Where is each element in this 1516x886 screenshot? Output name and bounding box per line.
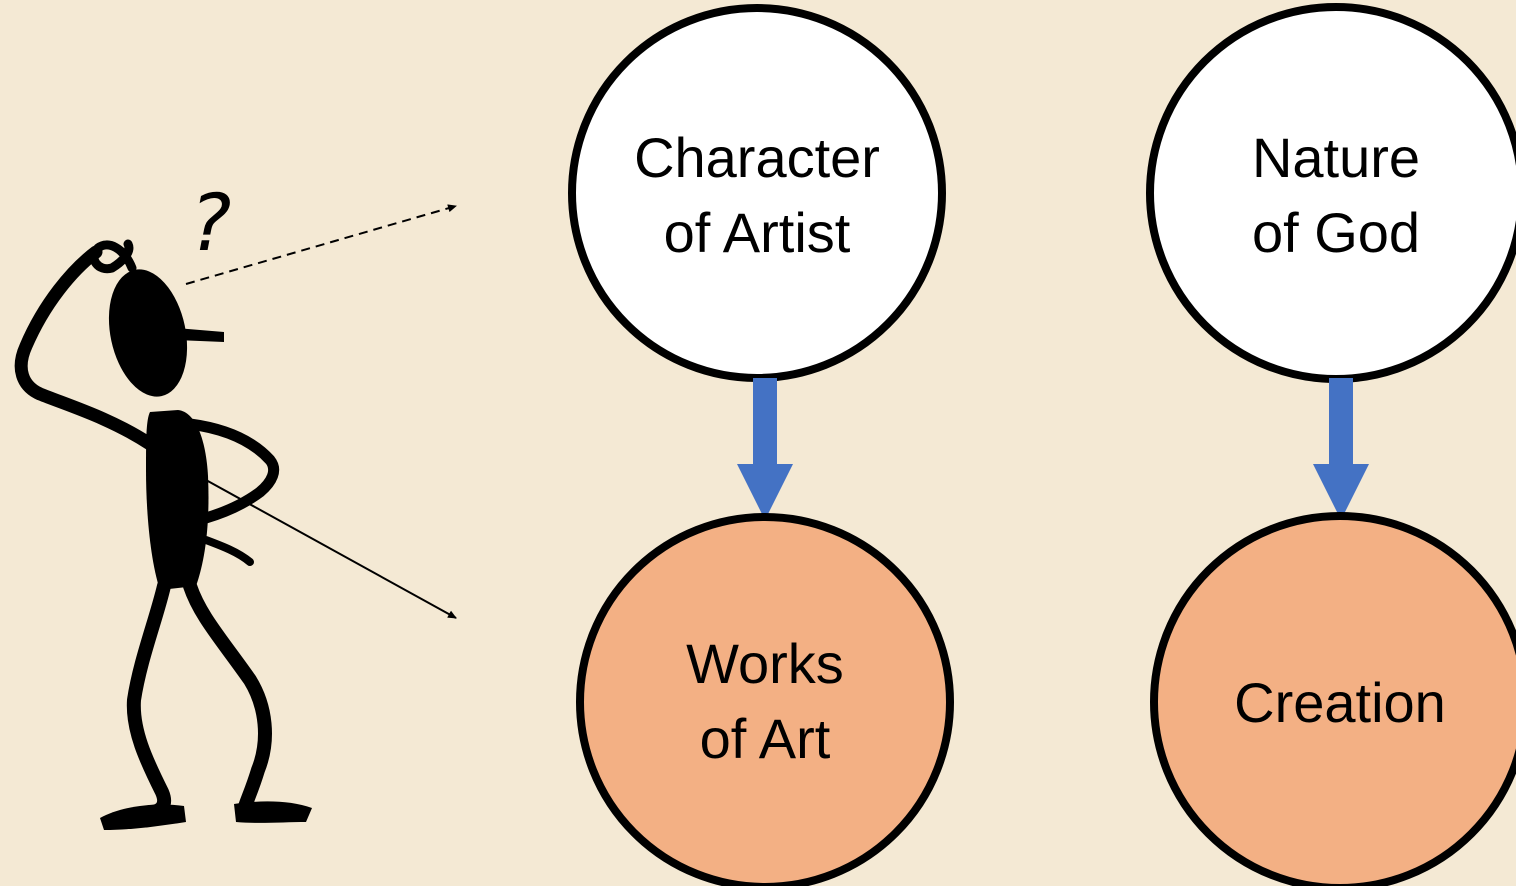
figure-hand: [89, 239, 137, 274]
character-of-artist-line2: of Artist: [664, 201, 851, 264]
thinking-stick-figure-icon: [14, 239, 312, 830]
figure-left-leg: [126, 579, 172, 819]
creation-line1: Creation: [1234, 671, 1446, 734]
figure-hip-arm: [184, 418, 280, 524]
arrow-god-to-creation: [1313, 378, 1369, 520]
creation-node: [1150, 512, 1516, 886]
nature-of-god-node: [1146, 3, 1516, 383]
figure-hip-hand: [202, 536, 254, 566]
figure-torso: [146, 410, 209, 590]
question-mark-symbol: ?: [190, 179, 231, 269]
figure-left-foot: [100, 804, 186, 830]
works-of-art-node: [576, 513, 954, 886]
dashed-gaze-arrow: [185, 204, 457, 285]
figure-raised-arm: [14, 245, 157, 451]
pointer-arrow: [205, 479, 457, 619]
character-of-artist-node: [568, 4, 946, 382]
figure-right-foot: [234, 801, 312, 823]
arrow-artist-to-works: [737, 378, 793, 520]
works-of-art-line1: Works: [686, 632, 844, 695]
figure-nose: [176, 328, 224, 342]
column-god: Nature of God Creation: [1146, 3, 1516, 886]
column-artist: Character of Artist Works of Art: [568, 4, 954, 886]
works-of-art-line2: of Art: [700, 707, 831, 770]
nature-of-god-line1: Nature: [1252, 126, 1420, 189]
character-of-artist-line1: Character: [634, 126, 880, 189]
figure-right-leg: [183, 579, 272, 817]
nature-of-god-line2: of God: [1252, 201, 1420, 264]
